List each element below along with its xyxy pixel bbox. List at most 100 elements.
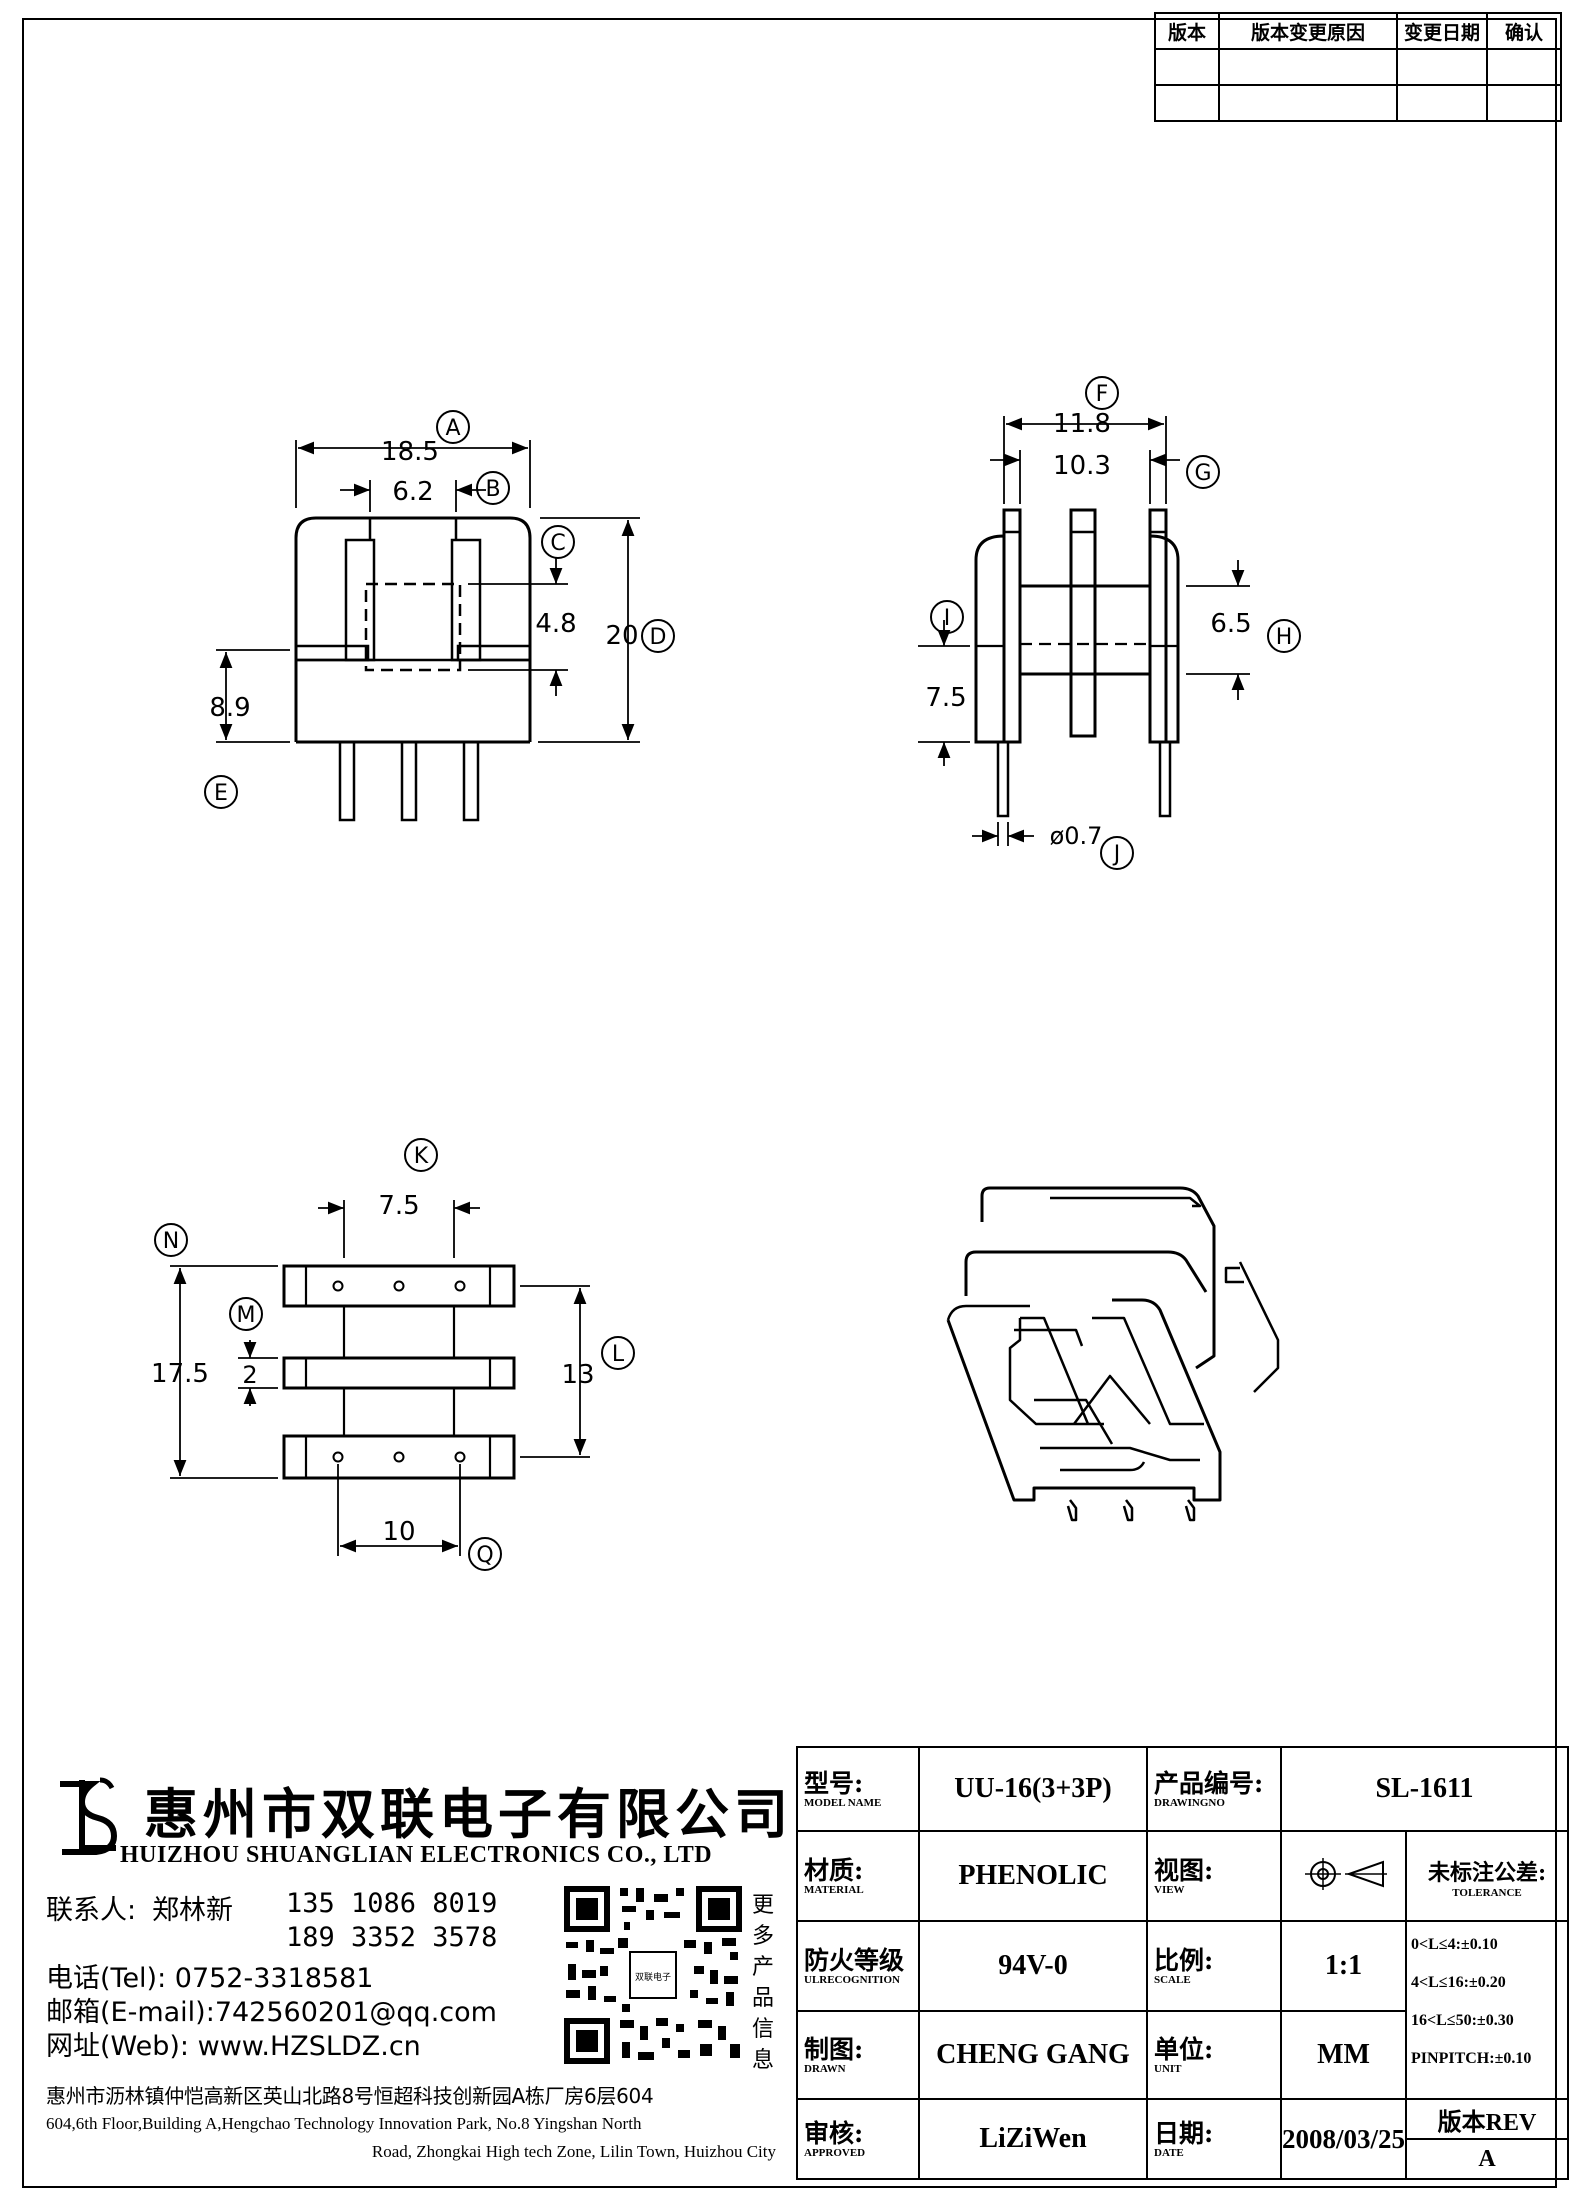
flange-left bbox=[294, 644, 370, 662]
title-block: 型号:MODEL NAME UU-16(3+3P) 产品编号:DRAWINGNO… bbox=[796, 1746, 1570, 2180]
dim-A-value: 18.5 bbox=[381, 437, 439, 467]
unit-value: MM bbox=[1279, 2010, 1408, 2100]
right-flange-top bbox=[1148, 508, 1168, 534]
balloon-D: D bbox=[650, 625, 667, 650]
balloon-J: J bbox=[1112, 842, 1121, 867]
isometric-view bbox=[946, 1186, 1280, 1522]
engineering-drawing: 18.5 6.2 4.8 20 8.9 A B C D E bbox=[151, 376, 1301, 1571]
side-balloon-labels: F G H I J bbox=[944, 382, 1293, 867]
front-view bbox=[294, 516, 532, 822]
balloon-H: H bbox=[1276, 625, 1293, 650]
center-flange bbox=[1069, 508, 1097, 738]
material-value: PHENOLIC bbox=[918, 1830, 1148, 1922]
balloon-F: F bbox=[1096, 382, 1109, 407]
right-flange bbox=[1148, 508, 1168, 744]
title-row-drawn: 制图:DRAWN CHENG GANG 单位:UNIT MM bbox=[796, 2010, 1568, 2100]
dim-F-inner-value: 10.3 bbox=[1053, 451, 1111, 481]
tolerance-item: 4<L≤16:±0.20 bbox=[1411, 1974, 1506, 1991]
tolerance-label-cell: 未标注公差:TOLERANCE bbox=[1405, 1830, 1570, 1922]
title-row-material: 材质:MATERIAL PHENOLIC 视图:VIEW 未标注公差:TOLER… bbox=[796, 1830, 1570, 1922]
pin-hole bbox=[393, 1280, 405, 1292]
hidden-window bbox=[364, 582, 462, 672]
dim-F-outer-value: 11.8 bbox=[1053, 409, 1111, 439]
bottom-balloon-labels: K N M L Q bbox=[163, 1144, 625, 1568]
left-flange-top bbox=[1002, 508, 1022, 534]
more-char: 多 bbox=[751, 1924, 774, 1949]
dim-E-value: 8.9 bbox=[209, 693, 250, 723]
company-logo bbox=[60, 1777, 118, 1855]
revision-row bbox=[1154, 48, 1562, 86]
iso-mid-flange bbox=[964, 1250, 1208, 1296]
rev-cell bbox=[1218, 48, 1398, 86]
rev-cell bbox=[1486, 48, 1562, 86]
company-name-en: HUIZHOU SHUANGLIAN ELECTRONICS CO., LTD bbox=[120, 1842, 713, 1868]
bottom-flange-center bbox=[282, 1356, 516, 1390]
material-label-cell: 材质:MATERIAL bbox=[796, 1830, 920, 1922]
dim-K-value: 7.5 bbox=[378, 1191, 419, 1221]
side-pin-left bbox=[996, 740, 1010, 818]
pin-hole bbox=[393, 1451, 405, 1463]
tolerance-item: 16<L≤50:±0.30 bbox=[1411, 2012, 1514, 2029]
title-row-approved: 审核:APPROVED LiZiWen 日期:DATE 2008/03/25 版… bbox=[796, 2098, 1570, 2180]
front-balloon-labels: A B C D E bbox=[214, 416, 666, 806]
date-value: 2008/03/25 bbox=[1279, 2098, 1408, 2180]
dim-B-value: 6.2 bbox=[392, 477, 433, 507]
balloon-M: M bbox=[237, 1303, 256, 1328]
dim-Q-value: 10 bbox=[382, 1517, 415, 1547]
balloon-N: N bbox=[163, 1229, 179, 1254]
pin-hole bbox=[454, 1451, 466, 1463]
bottom-view bbox=[282, 1264, 516, 1480]
dim-I-value: 7.5 bbox=[925, 683, 966, 713]
drawn-label-cell: 制图:DRAWN bbox=[796, 2010, 920, 2100]
rev-cell bbox=[1218, 84, 1398, 122]
contact-label: 联系人: bbox=[46, 1895, 137, 1926]
iso-front-frame bbox=[946, 1298, 1222, 1502]
tolerance-item: 0<L≤4:±0.10 bbox=[1411, 1936, 1498, 1953]
flange-right bbox=[456, 644, 532, 662]
unit-label-cell: 单位:UNIT bbox=[1146, 2010, 1282, 2100]
first-angle-projection-icon bbox=[1304, 1857, 1387, 1890]
revision-row bbox=[1154, 84, 1562, 122]
dim-J-value: ø0.7 bbox=[1050, 822, 1103, 850]
dim-H-value: 6.5 bbox=[1210, 609, 1251, 639]
bottom-dimensions bbox=[170, 1200, 590, 1556]
projection-symbol-cell bbox=[1279, 1830, 1408, 1922]
email-line: 邮箱(E-mail):742560201@qq.com bbox=[46, 1997, 497, 2028]
scale-value: 1:1 bbox=[1279, 1920, 1408, 2012]
model-value: UU-16(3+3P) bbox=[918, 1746, 1148, 1832]
rev-cell bbox=[1396, 48, 1488, 86]
fire-value: 94V-0 bbox=[918, 1920, 1148, 2012]
rev-cell bbox=[1396, 84, 1488, 122]
bottom-balloons bbox=[154, 1138, 635, 1571]
side-view bbox=[974, 508, 1180, 818]
more-char: 更 bbox=[751, 1893, 774, 1918]
drawingno-label-cell: 产品编号:DRAWINGNO bbox=[1146, 1746, 1282, 1832]
pin-hole bbox=[454, 1280, 466, 1292]
balloon-I: I bbox=[944, 606, 951, 631]
title-row-model: 型号:MODEL NAME UU-16(3+3P) 产品编号:DRAWINGNO… bbox=[796, 1746, 1570, 1832]
side-dimensions bbox=[918, 416, 1250, 846]
more-char: 息 bbox=[751, 2048, 774, 2073]
pin-2 bbox=[400, 740, 418, 822]
more-char: 品 bbox=[751, 1986, 774, 2011]
pin-hole bbox=[332, 1280, 344, 1292]
address-en-2: Road, Zhongkai High tech Zone, Lilin Tow… bbox=[371, 2142, 776, 2161]
front-balloons bbox=[204, 410, 675, 809]
balloon-A: A bbox=[445, 416, 460, 441]
balloon-B: B bbox=[485, 477, 500, 502]
drawing-frame bbox=[22, 18, 1557, 2188]
rev-header-version: 版本 bbox=[1154, 12, 1220, 50]
left-flange bbox=[1002, 508, 1022, 744]
phone-1: 135 1086 8019 bbox=[286, 1888, 498, 1919]
front-outline bbox=[294, 516, 532, 742]
rev-label: 版本REV bbox=[1405, 2098, 1570, 2140]
dim-N-value: 17.5 bbox=[151, 1359, 209, 1389]
rev-cell bbox=[1154, 84, 1220, 122]
balloon-E: E bbox=[214, 781, 228, 806]
slot-left bbox=[344, 538, 376, 662]
bottom-flange-bottom bbox=[282, 1434, 516, 1480]
iso-back-flange bbox=[980, 1186, 1216, 1370]
rev-header-confirm: 确认 bbox=[1486, 12, 1562, 50]
